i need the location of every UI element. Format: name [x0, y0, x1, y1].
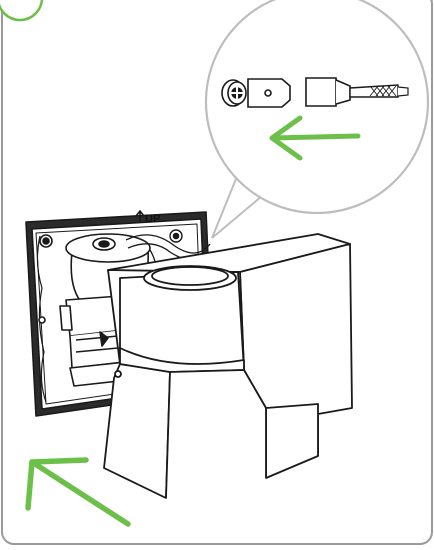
- spade-connector-icon: [247, 78, 291, 108]
- top-right-screw-icon: [169, 229, 183, 243]
- screw-terminal-icon: [221, 79, 247, 107]
- mount-direction-arrow-icon: [25, 457, 131, 527]
- wall-light-housing: [103, 233, 353, 499]
- connector-callout: [204, 0, 430, 239]
- plate-screw-icon: [39, 234, 53, 248]
- up-marking: UP: [135, 209, 160, 225]
- step-badge: [0, 0, 44, 22]
- insert-direction-arrow-icon: [269, 115, 361, 161]
- insulated-female-connector-icon: [305, 77, 351, 107]
- up-label: UP: [145, 213, 160, 225]
- braided-wire-icon: [349, 84, 409, 98]
- up-arrow-icon: [135, 209, 145, 222]
